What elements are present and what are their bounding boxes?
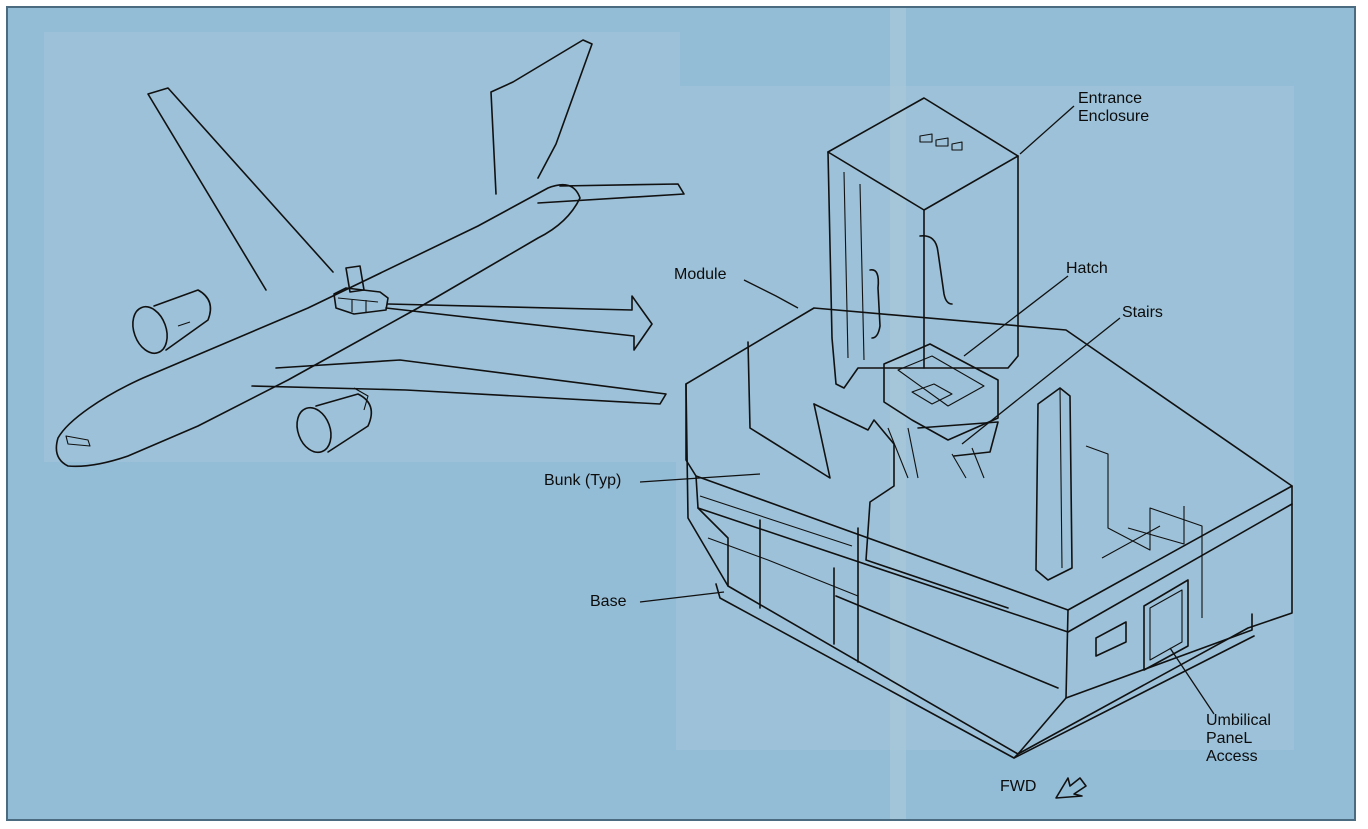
airplane-engine-far (132, 289, 212, 355)
airplane-arrow-icon (385, 295, 653, 351)
airplane-panel-bg (44, 32, 680, 462)
airplane-cockpit (65, 435, 91, 447)
leader-lines (639, 105, 1215, 715)
stairs (887, 427, 985, 479)
airplane-engine-near (296, 387, 373, 454)
airplane-stabilizer (537, 183, 685, 204)
airplane-wing-near (251, 359, 667, 405)
fwd-arrow-icon (1055, 777, 1087, 799)
entrance-enclosure (827, 97, 1019, 389)
module-outer-box (685, 307, 1293, 755)
label-base: Base (590, 593, 627, 610)
label-umbilical-panel-access: Umbilical PaneL Access (1206, 712, 1271, 765)
umbilical-panel (1095, 579, 1189, 671)
airplane-wing-far (147, 87, 334, 291)
label-hatch: Hatch (1066, 260, 1108, 277)
diagram-canvas (44, 8, 1294, 819)
label-bunk: Bunk (Typ) (544, 472, 622, 489)
airplane-fin (490, 39, 593, 195)
label-module: Module (674, 266, 727, 283)
module-panel-bg (676, 86, 1294, 750)
airplane-module-marker (333, 265, 389, 315)
hatch (883, 343, 999, 457)
airplane-illustration (55, 39, 685, 468)
diagram-figure: Entrance Enclosure Module Hatch Stairs B… (6, 6, 1356, 821)
label-stairs: Stairs (1122, 304, 1163, 321)
airplane-fuselage (55, 183, 581, 468)
label-entrance-enclosure: Entrance Enclosure (1078, 90, 1150, 125)
module-base (715, 583, 1255, 759)
scan-stripe (890, 8, 906, 819)
label-fwd: FWD (1000, 778, 1037, 795)
crew-rest-module-illustration (685, 97, 1293, 759)
